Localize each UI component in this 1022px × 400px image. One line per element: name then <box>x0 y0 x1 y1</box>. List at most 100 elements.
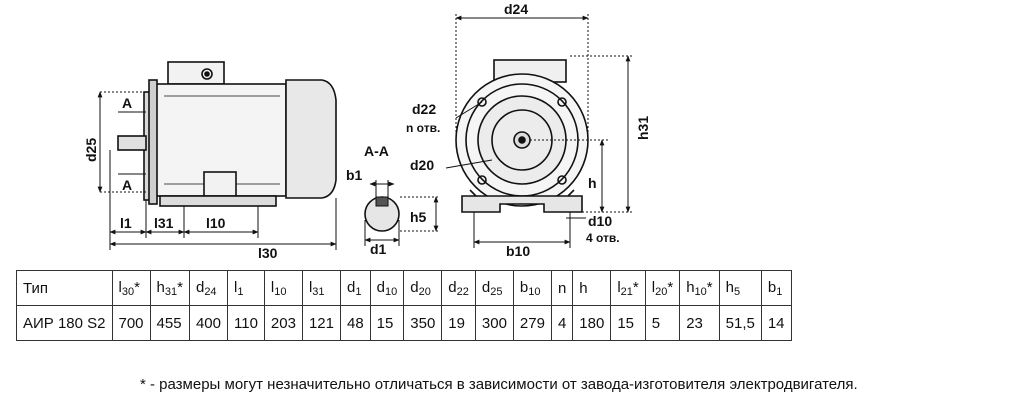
header-subscript: 30 <box>121 285 135 298</box>
label-b1: b1 <box>346 167 363 183</box>
header-asterisk: * <box>177 278 183 296</box>
table-header-cell: Тип <box>16 270 113 306</box>
table-cell: 455 <box>149 305 190 341</box>
side-view-labels: A A d25 l1 l31 l10 l30 <box>83 95 278 261</box>
label-d10: d10 <box>588 213 612 229</box>
table-header-cell: h <box>572 270 612 306</box>
header-subscript: 31 <box>312 285 325 298</box>
header-symbol: b <box>767 278 777 296</box>
table-header-cell: l10 <box>263 270 303 306</box>
keyway <box>375 196 389 207</box>
header-symbol: l <box>270 278 275 296</box>
label-d24: d24 <box>504 1 528 17</box>
label-l10: l10 <box>206 215 226 231</box>
header-subscript: 25 <box>490 285 503 298</box>
header-subscript: 10 <box>694 285 707 298</box>
header-subscript: 10 <box>274 285 287 298</box>
shaft <box>117 135 147 151</box>
header-symbol: l <box>617 278 621 296</box>
header-symbol: l <box>651 278 656 296</box>
label-d25: d25 <box>83 138 99 162</box>
header-symbol: d <box>376 278 386 296</box>
table-header-cell: l1 <box>227 270 265 306</box>
label-h31: h31 <box>635 116 651 140</box>
header-subscript: 31 <box>164 285 178 298</box>
header-subscript: 21 <box>620 285 633 298</box>
header-symbol: h <box>156 278 165 296</box>
flange-hole <box>557 175 567 185</box>
table-cell: 23 <box>679 305 720 341</box>
table-cell: 279 <box>512 305 552 341</box>
table-cell: 51,5 <box>718 305 762 341</box>
flange-hole <box>477 97 487 107</box>
table-header-cell: d20 <box>403 270 443 306</box>
label-b10: b10 <box>506 243 530 259</box>
header-asterisk: * <box>667 278 674 296</box>
front-view-dimensions <box>445 14 634 248</box>
header-symbol: h <box>686 278 695 296</box>
header-asterisk: * <box>134 278 140 296</box>
table-cell: 180 <box>572 305 612 341</box>
table-cell: 203 <box>263 305 303 341</box>
header-symbol: Тип <box>23 279 49 297</box>
section-mark-a-top: A <box>122 95 132 111</box>
table-header-cell: l31 <box>301 270 341 306</box>
table-header-cell: d22 <box>441 270 476 306</box>
label-l1: l1 <box>120 215 132 231</box>
header-asterisk: * <box>632 278 639 296</box>
header-symbol: l <box>118 278 122 296</box>
motor-dimension-drawing: A A d25 l1 l31 l10 l30 А-А b1 h5 d1 <box>83 1 651 261</box>
section-aa: А-А b1 h5 d1 <box>346 143 440 257</box>
header-symbol: d <box>346 278 356 296</box>
header-subscript: 10 <box>528 285 541 298</box>
header-symbol: d <box>195 278 205 296</box>
foot <box>203 171 237 197</box>
header-asterisk: * <box>706 278 713 296</box>
header-symbol: h <box>725 278 734 296</box>
table-header-cell: b10 <box>512 270 552 306</box>
front-feet <box>461 195 583 213</box>
table-cell: 5 <box>644 305 681 341</box>
label-h: h <box>588 175 597 191</box>
table-header-cell: l30* <box>111 270 151 306</box>
table-cell: 19 <box>441 305 476 341</box>
header-subscript: 1 <box>776 285 783 298</box>
motor-type-cell: АИР 180 S2 <box>16 305 113 341</box>
header-subscript: 20 <box>655 285 668 298</box>
front-view <box>455 59 589 213</box>
footnote: * - размеры могут незначительно отличать… <box>140 376 858 393</box>
side-view-dimensions <box>97 91 337 250</box>
fan-cowl <box>285 79 337 199</box>
header-symbol: d <box>481 278 491 296</box>
label-4-holes: 4 отв. <box>586 231 620 245</box>
label-d22: d22 <box>412 101 436 117</box>
section-mark-a-bottom: A <box>122 177 132 193</box>
table-cell: 300 <box>474 305 514 341</box>
header-subscript: 5 <box>733 285 741 298</box>
table-header-cell: d1 <box>339 270 371 306</box>
header-subscript: 20 <box>418 285 431 298</box>
table-header-cell: h5 <box>718 270 762 306</box>
header-subscript: 1 <box>237 285 244 298</box>
table-cell: 700 <box>111 305 151 341</box>
side-view <box>117 61 337 207</box>
label-h5: h5 <box>410 209 427 225</box>
table-cell: 15 <box>610 305 646 341</box>
terminal-box <box>167 61 225 85</box>
table-header-cell: d24 <box>188 270 229 306</box>
terminal-bolt <box>201 68 213 80</box>
section-title: А-А <box>364 143 389 159</box>
table-cell: 4 <box>550 305 574 341</box>
header-subscript: 10 <box>385 285 398 298</box>
label-d20: d20 <box>410 157 434 173</box>
header-symbol: n <box>557 279 567 297</box>
flange-hole <box>557 97 567 107</box>
header-symbol: d <box>448 278 457 296</box>
table-header-cell: h31* <box>149 270 190 306</box>
header-symbol: b <box>519 278 529 296</box>
flange-hole <box>477 175 487 185</box>
header-symbol: d <box>410 278 419 296</box>
table-header-cell: h10* <box>679 270 720 306</box>
